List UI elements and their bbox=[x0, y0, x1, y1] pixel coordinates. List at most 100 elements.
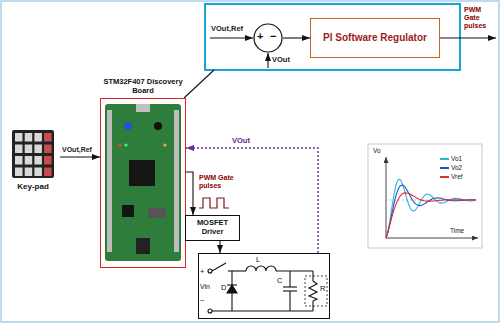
keypad-picture bbox=[44, 133, 52, 142]
response-chart bbox=[368, 144, 482, 248]
buck-converter-circuit bbox=[289, 291, 290, 311]
summing-junction-text: − bbox=[270, 30, 276, 43]
legend-entry: Vref bbox=[440, 173, 463, 180]
microcontroller-board: STM32F407 Discovery Board bbox=[100, 78, 186, 268]
keypad-picture bbox=[15, 133, 52, 176]
response-chart bbox=[386, 238, 478, 239]
legend-text: Vref bbox=[451, 173, 463, 180]
keypad-picture bbox=[34, 133, 42, 142]
buck-converter-circuit bbox=[305, 276, 327, 306]
circuit-box-text: Vin bbox=[200, 283, 210, 291]
board-picture bbox=[118, 143, 121, 146]
legend-swatch bbox=[440, 158, 449, 160]
keypad-picture bbox=[25, 133, 33, 142]
keypad-picture bbox=[44, 145, 52, 154]
keypad-picture bbox=[15, 133, 23, 142]
legend-text: Vo2 bbox=[451, 164, 462, 171]
keypad-picture bbox=[12, 130, 54, 178]
pwm-waveform bbox=[199, 198, 229, 208]
keypad-picture bbox=[25, 156, 33, 165]
signal-arrow bbox=[440, 37, 496, 38]
response-chart bbox=[368, 144, 482, 248]
board-picture bbox=[136, 238, 150, 254]
circuit-box-text: + bbox=[200, 268, 204, 277]
keypad-picture bbox=[44, 156, 52, 165]
keypad-device: Key-pad bbox=[6, 127, 60, 193]
keypad-picture bbox=[15, 168, 23, 177]
board-picture bbox=[154, 122, 162, 130]
leader-line bbox=[184, 70, 214, 98]
signal-connector bbox=[283, 37, 310, 38]
buck-converter-circuit bbox=[208, 263, 327, 313]
circuit-box-text: L bbox=[256, 256, 260, 265]
buck-converter-circuit bbox=[227, 284, 237, 285]
driver-box-text: MOSFET Driver bbox=[188, 219, 237, 236]
buck-converter-circuit bbox=[227, 285, 237, 293]
process-box: PI Software Regulator bbox=[310, 18, 440, 58]
summing-junction: +− bbox=[253, 23, 283, 53]
buck-converter-circuit bbox=[283, 286, 297, 287]
buck-converter-circuit bbox=[212, 263, 226, 271]
axis-label: Time bbox=[450, 227, 464, 234]
legend-entry: Vo1 bbox=[440, 155, 462, 162]
buck-converter-circuit bbox=[276, 270, 313, 271]
keypad-picture bbox=[25, 168, 33, 177]
response-curve bbox=[386, 193, 476, 238]
leader-line bbox=[184, 70, 214, 98]
signal-label: VOut bbox=[232, 137, 250, 146]
legend-swatch bbox=[440, 167, 449, 169]
axis-label: Vo bbox=[373, 147, 381, 154]
board-picture bbox=[129, 160, 155, 186]
response-curve bbox=[386, 179, 476, 238]
signal-label: PWM Gate pulses bbox=[199, 174, 243, 190]
signal-connector bbox=[186, 172, 193, 215]
process-box-text: PI Software Regulator bbox=[323, 32, 427, 44]
signal-label: VOut bbox=[272, 56, 290, 65]
board-picture bbox=[105, 104, 181, 261]
circuit-box: VinDLCR+− bbox=[198, 253, 330, 319]
circuit-box-text: − bbox=[200, 297, 204, 306]
board-picture bbox=[105, 104, 181, 261]
signal-arrow bbox=[210, 37, 253, 38]
controller-frame bbox=[205, 4, 460, 70]
board-outline bbox=[100, 98, 186, 268]
summing-junction-text: + bbox=[257, 30, 263, 43]
circuit-box-text: C bbox=[277, 277, 282, 286]
buck-converter-circuit bbox=[309, 271, 317, 311]
buck-converter-circuit bbox=[228, 270, 246, 271]
keypad-picture bbox=[34, 156, 42, 165]
response-curve bbox=[386, 179, 476, 238]
board-picture bbox=[107, 110, 112, 252]
junction-outline bbox=[254, 24, 282, 52]
legend-swatch bbox=[440, 176, 449, 178]
driver-box: MOSFET Driver bbox=[185, 215, 240, 241]
microcontroller-board-text: STM32F407 Discovery Board bbox=[100, 78, 186, 95]
buck-converter-circuit bbox=[208, 269, 212, 273]
response-chart bbox=[386, 157, 387, 238]
keypad-picture bbox=[12, 130, 54, 178]
board-picture bbox=[122, 205, 134, 217]
signal-connector bbox=[60, 156, 100, 157]
keypad-picture bbox=[15, 156, 23, 165]
keypad-device-text: Key-pad bbox=[6, 182, 60, 191]
keypad-picture bbox=[15, 145, 23, 154]
buck-converter-circuit bbox=[208, 309, 212, 313]
response-curve bbox=[386, 185, 476, 238]
pwm-waveform bbox=[199, 198, 229, 208]
buck-converter-circuit bbox=[212, 310, 313, 311]
board-picture bbox=[136, 104, 150, 112]
legend-entry: Vo2 bbox=[440, 164, 462, 171]
keypad-picture bbox=[25, 145, 33, 154]
circuit-box-text: R bbox=[320, 285, 325, 294]
board-picture bbox=[148, 208, 166, 218]
signal-label: VOut,Ref bbox=[211, 25, 243, 34]
buck-converter-circuit bbox=[289, 271, 290, 287]
keypad-picture bbox=[34, 145, 42, 154]
feedback-connector bbox=[186, 148, 318, 253]
signal-label: VOut,Ref bbox=[62, 146, 92, 154]
signal-connector bbox=[219, 241, 220, 253]
board-picture bbox=[163, 143, 166, 146]
